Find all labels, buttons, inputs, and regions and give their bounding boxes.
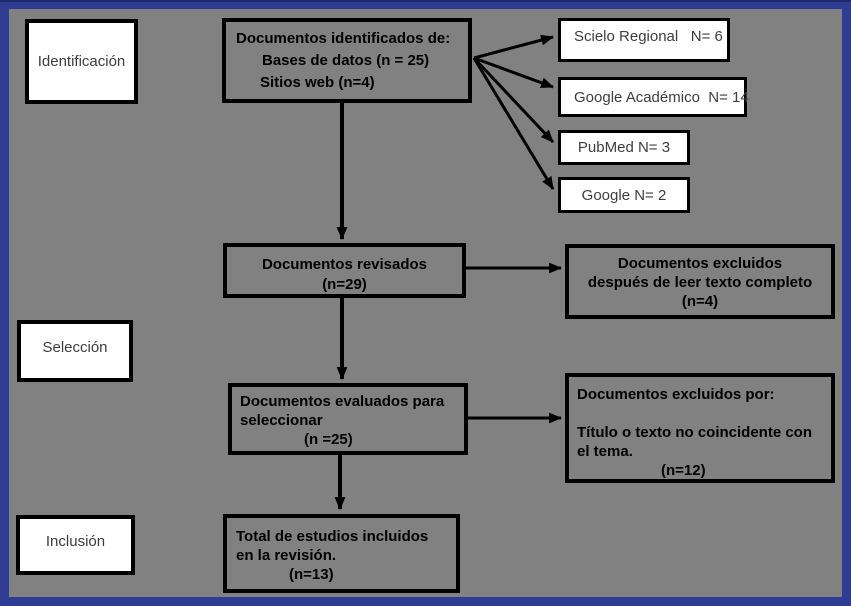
box-line: después de leer texto completo — [587, 274, 813, 291]
box-line: Total de estudios incluidos — [236, 528, 429, 545]
source-label: Google N= 2 — [581, 186, 667, 204]
box-line: Documentos excluidos — [617, 255, 783, 272]
box-excluded-fulltext: Documentos excluidos después de leer tex… — [565, 244, 835, 319]
arrow-identified-to-google — [472, 57, 555, 190]
stage-label-text: Inclusión — [45, 532, 106, 550]
stage-label-inclusion: Inclusión — [16, 515, 135, 575]
stage-label-text: Selección — [42, 338, 108, 356]
box-line: Título o texto no coincidente con — [577, 424, 812, 441]
source-box-google: Google N= 2 — [558, 177, 690, 213]
source-label: Google Académico N= 14 — [574, 88, 749, 106]
box-line: Sitios web (n=4) — [260, 74, 375, 91]
box-evaluated-documents: Documentos evaluados para seleccionar (n… — [228, 383, 468, 455]
box-line: Documentos evaluados para — [240, 393, 445, 410]
box-line: Documentos revisados — [261, 256, 428, 273]
box-included-studies: Total de estudios incluidos en la revisi… — [223, 514, 460, 593]
box-line: (n=29) — [322, 276, 367, 293]
arrow-identified-to-scielo — [473, 34, 555, 60]
box-line: Bases de datos (n = 25) — [262, 52, 430, 69]
source-label: PubMed N= 3 — [577, 139, 671, 156]
source-box-pubmed: PubMed N= 3 — [558, 130, 690, 165]
box-line: (n=4) — [681, 293, 719, 310]
arrow-identified-to-pubmed — [472, 56, 555, 144]
arrow-identified-to-google-academico — [473, 56, 555, 89]
box-line: (n=13) — [289, 566, 334, 583]
stage-label-selection: Selección — [17, 320, 133, 382]
box-line: Documentos excluidos por: — [577, 386, 775, 403]
box-line: (n =25) — [304, 431, 353, 448]
box-line: (n=12) — [661, 462, 706, 479]
frame-top-dark-line — [0, 0, 851, 2]
box-line: en la revisión. — [236, 547, 337, 564]
stage-label-identification: Identificación — [25, 19, 138, 104]
source-box-scielo: Scielo Regional N= 6 — [558, 18, 730, 62]
source-box-google-academico: Google Académico N= 14 — [558, 77, 749, 117]
source-label: Scielo Regional N= 6 — [574, 27, 723, 45]
stage-label-text: Identificación — [37, 53, 126, 70]
box-reviewed-documents: Documentos revisados (n=29) — [223, 243, 466, 298]
box-excluded-title: Documentos excluidos por: Título o texto… — [565, 373, 835, 483]
box-line: el tema. — [577, 443, 633, 460]
box-identified-documents: Documentos identificados de: Bases de da… — [222, 18, 472, 103]
box-line: seleccionar — [240, 412, 323, 429]
diagram-canvas: Identificación Selección Inclusión Docum… — [9, 9, 842, 597]
box-line: Documentos identificados de: — [236, 30, 451, 47]
